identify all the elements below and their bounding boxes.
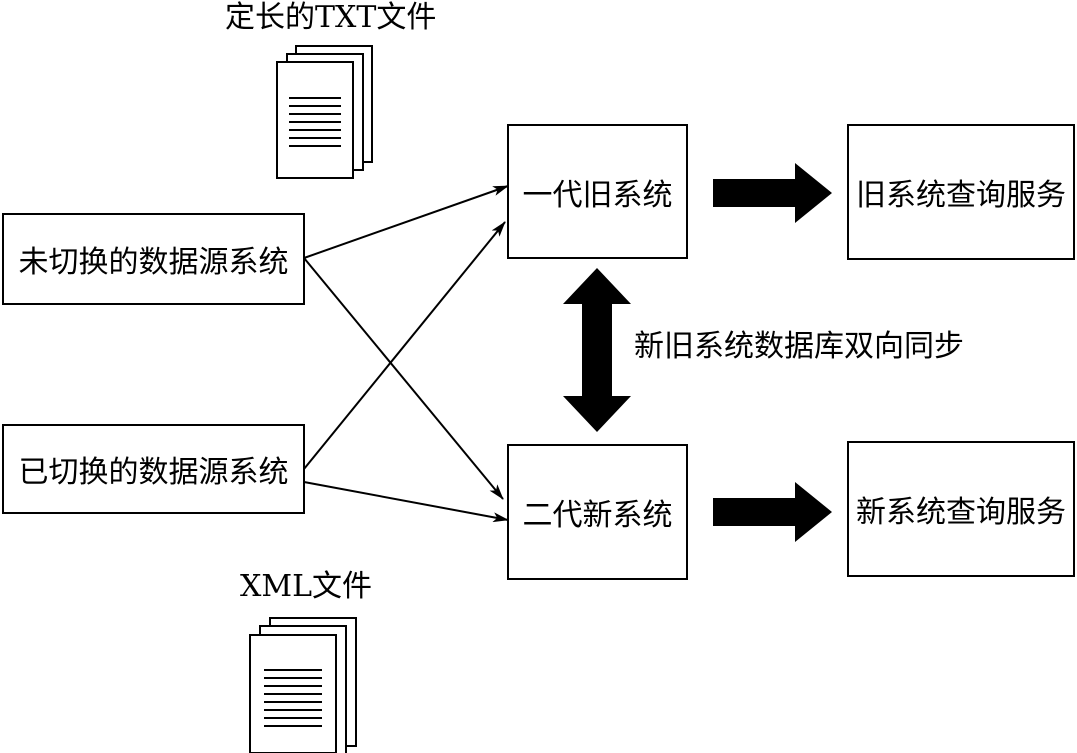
txt-file-label: 定长的TXT文件	[225, 0, 437, 35]
new-query-service-box: 新系统查询服务	[847, 441, 1075, 577]
arrow-unswitched-to-old	[303, 185, 509, 259]
arrow-switched-to-new	[303, 481, 509, 523]
switched-source-system-box: 已切换的数据源系统	[2, 424, 305, 514]
new-system-box: 二代新系统	[507, 444, 688, 580]
old-query-service-box: 旧系统查询服务	[847, 124, 1075, 260]
block-arrow-old-to-service	[713, 163, 832, 223]
unswitched-source-system-box: 未切换的数据源系统	[2, 213, 305, 305]
arrow-switched-to-old	[303, 221, 506, 470]
old-query-service-label: 旧系统查询服务	[856, 178, 1066, 213]
new-system-label: 二代新系统	[522, 498, 673, 533]
arrow-unswitched-to-new	[303, 257, 504, 500]
txt-document-stack-icon	[276, 45, 373, 179]
sync-label: 新旧系统数据库双向同步	[634, 329, 964, 364]
old-system-label: 一代旧系统	[522, 177, 673, 213]
switched-source-system-label: 已切换的数据源系统	[18, 455, 289, 490]
xml-file-label: XML文件	[240, 569, 372, 604]
unswitched-source-system-label: 未切换的数据源系统	[18, 245, 289, 280]
new-query-service-label: 新系统查询服务	[856, 495, 1066, 530]
old-system-box: 一代旧系统	[507, 124, 688, 259]
block-arrow-new-to-service	[713, 482, 832, 542]
sync-double-arrow	[563, 268, 631, 432]
xml-document-stack-icon	[249, 617, 357, 753]
